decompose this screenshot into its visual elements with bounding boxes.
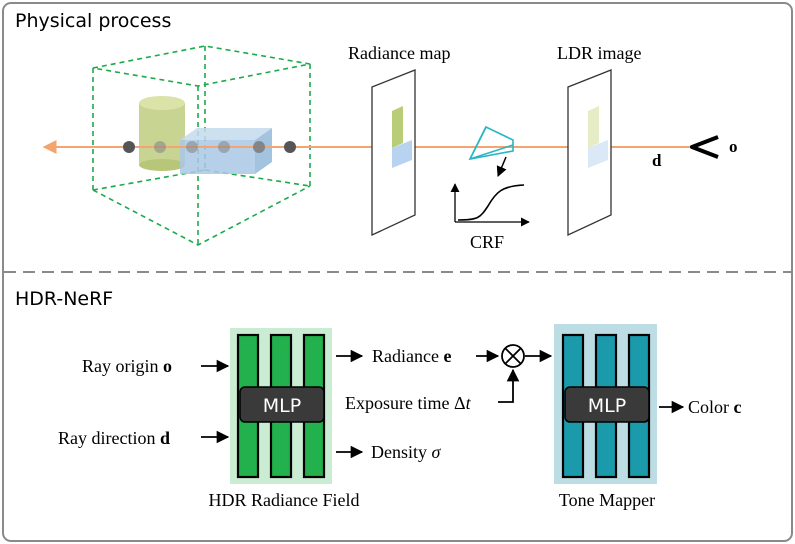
hdr-radiance-field-caption: HDR Radiance Field (209, 490, 360, 510)
origin-o-label: o (729, 137, 738, 156)
ldr-image-label: LDR image (557, 43, 641, 63)
ray-direction-label: Ray direction d (58, 428, 170, 448)
multiply-node-icon (501, 344, 525, 368)
ray-origin-label: Ray origin o (82, 356, 172, 376)
direction-d-label: d (652, 151, 662, 170)
camera-to-crf-arrow (496, 156, 507, 177)
crf-label: CRF (470, 232, 504, 252)
mlp-label-1: MLP (263, 395, 301, 417)
physical-process-title: Physical process (15, 10, 171, 32)
camera-icon (468, 125, 514, 161)
radiance-map-label: Radiance map (348, 43, 450, 63)
radiance-label: Radiance e (372, 346, 451, 366)
crf-plot (450, 183, 530, 227)
hdr-nerf-title: HDR-NeRF (15, 288, 113, 310)
eye-icon (690, 135, 719, 159)
ldr-image-plane (567, 69, 612, 237)
mlp-box-1 (239, 386, 325, 423)
ray-sample-points (123, 141, 296, 153)
color-label: Color c (688, 397, 742, 417)
mlp-label-2: MLP (588, 395, 626, 417)
density-label: Density σ (371, 442, 442, 462)
radiance-map-plane (371, 69, 416, 237)
exposure-time-label: Exposure time Δt (345, 393, 472, 413)
mlp-box-2 (564, 386, 650, 423)
tone-mapper-caption: Tone Mapper (559, 490, 655, 510)
box-object (180, 128, 272, 174)
cylinder-object (139, 96, 185, 171)
exposure-arrow (498, 368, 520, 403)
